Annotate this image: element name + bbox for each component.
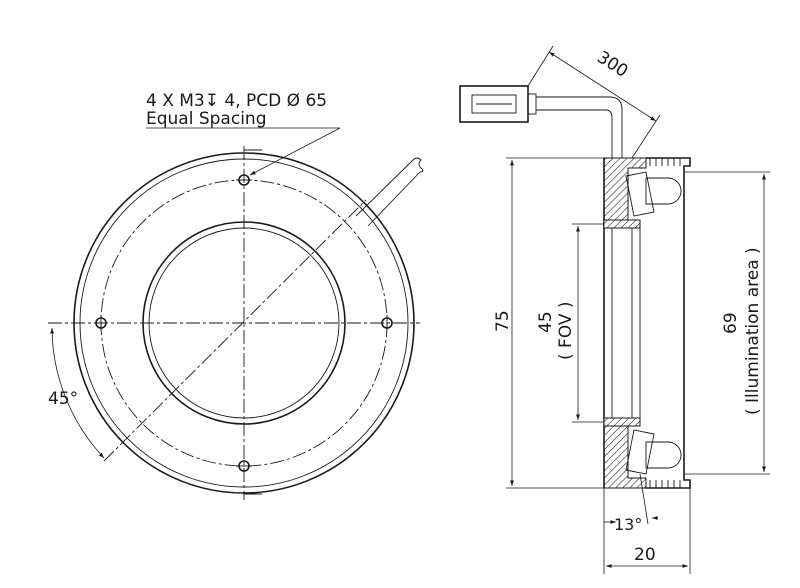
side-cable [536, 96, 623, 158]
led-top [625, 171, 682, 217]
side-view: 300 [459, 45, 770, 574]
illum-dimension [684, 171, 770, 475]
angle-dimension [50, 327, 105, 459]
mounting-hole-right [381, 315, 393, 331]
fov-value: 45 [536, 311, 556, 333]
outer-height-label: 75 [493, 310, 513, 332]
hole-note-line1: 4 X M3↧ 4, PCD Ø 65 [146, 91, 327, 111]
diagonal-centerline [103, 199, 367, 462]
depth-dimension [603, 488, 691, 574]
mounting-hole-bottom [236, 460, 252, 472]
hole-note-leader [146, 127, 341, 176]
mounting-hole-top [236, 174, 252, 186]
angle-label: 45° [48, 389, 78, 409]
housing [603, 157, 691, 489]
led-angle-dimension [604, 473, 658, 525]
illum-label: ( Illumination area ) [743, 247, 763, 415]
hole-note-line2: Equal Spacing [146, 109, 267, 129]
illum-value: 69 [721, 312, 741, 334]
cable-length-dimension [527, 45, 661, 159]
outer-height-dimension [506, 157, 604, 489]
led-angle-label: 13° [614, 515, 642, 534]
fov-label: ( FOV ) [556, 301, 576, 360]
front-view: 4 X M3↧ 4, PCD Ø 65 Equal Spacing 45° [48, 91, 424, 500]
depth-label: 20 [634, 545, 656, 565]
connector [459, 85, 537, 123]
cable-length-label: 300 [593, 47, 631, 81]
fov-dimension [572, 223, 604, 423]
led-bottom [625, 429, 682, 475]
front-cable [355, 157, 424, 227]
